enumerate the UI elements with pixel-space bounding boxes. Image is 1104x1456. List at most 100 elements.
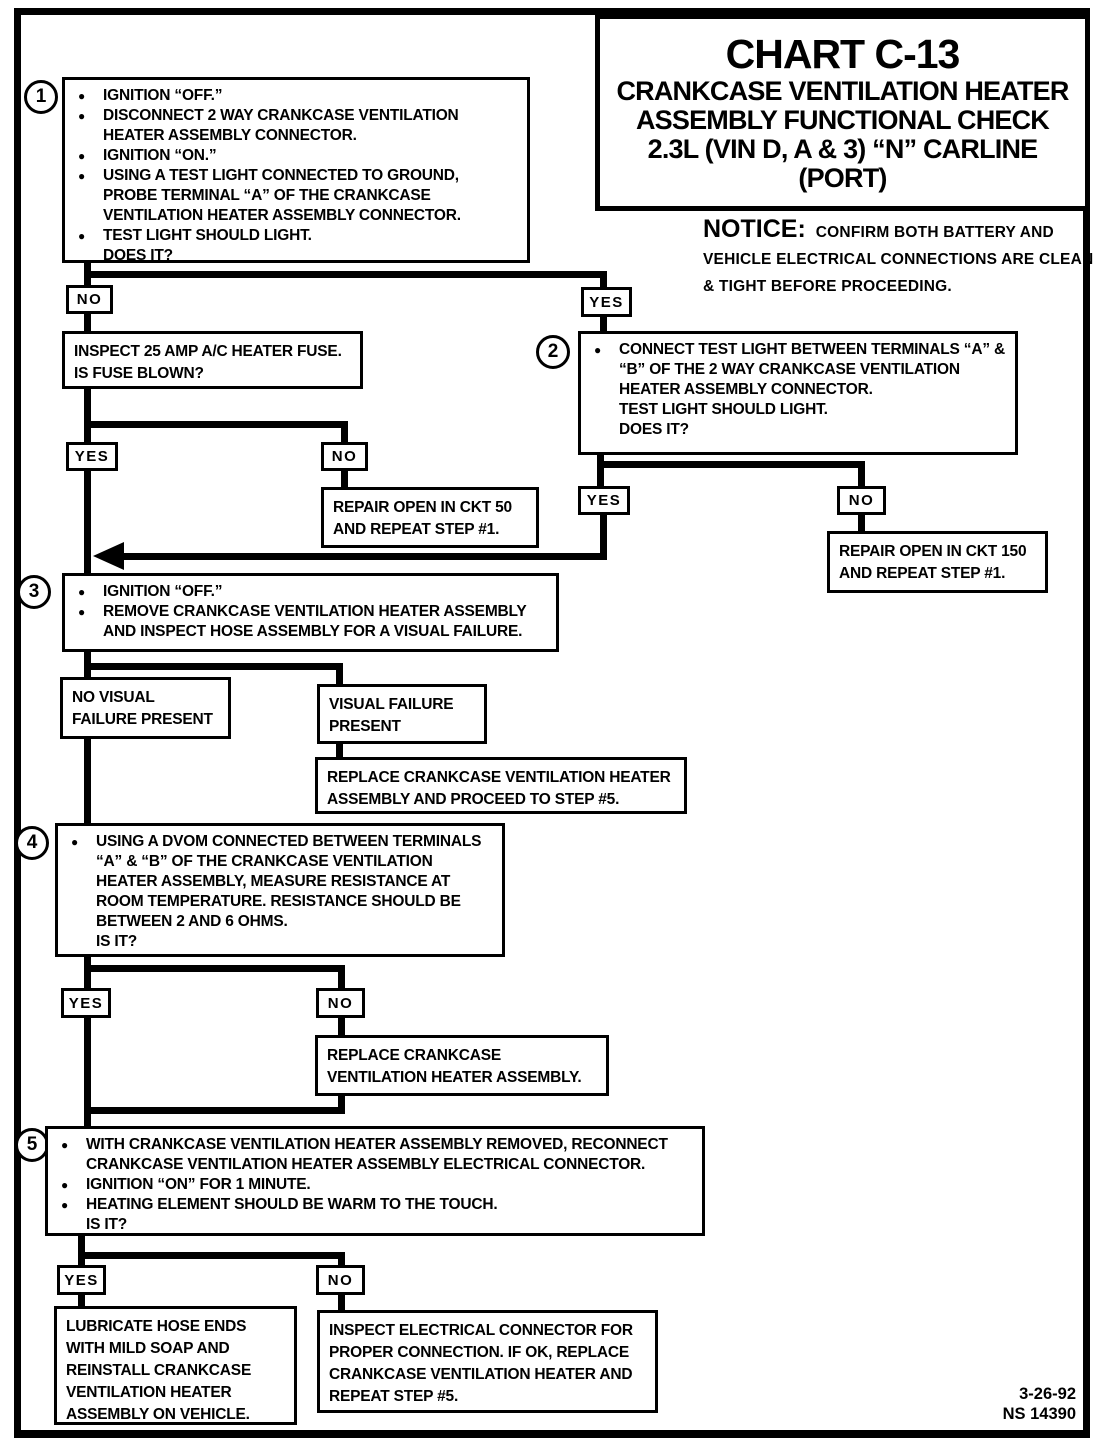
page-border-top xyxy=(14,8,1090,15)
step-question: DOES IT? xyxy=(619,421,689,438)
decision-step1-yes: YES xyxy=(581,287,632,317)
connector-line xyxy=(84,972,91,989)
decision-fuse-yes: YES xyxy=(66,442,118,471)
step-instruction: TEST LIGHT SHOULD LIGHT. xyxy=(65,226,517,246)
page-border-bottom xyxy=(14,1430,1090,1438)
decision-step2-no: NO xyxy=(837,486,886,515)
step-3-number: 3 xyxy=(17,575,51,609)
inspect-fuse-box: INSPECT 25 AMP A/C HEATER FUSE. IS FUSE … xyxy=(62,331,363,389)
chart-subtitle-1: CRANKCASE VENTILATION HEATER xyxy=(616,76,1069,106)
connector-line xyxy=(338,1295,345,1311)
connector-line xyxy=(600,316,607,332)
step-instruction: DISCONNECT 2 WAY CRANKCASE VENTILATION H… xyxy=(65,106,517,146)
box-line: VENTILATION HEATER ASSEMBLY. xyxy=(327,1069,582,1086)
chart-subtitle-4: (PORT) xyxy=(798,163,887,193)
repair-ckt150-box: REPAIR OPEN IN CKT 150 AND REPEAT STEP #… xyxy=(827,531,1048,593)
decision-fuse-no: NO xyxy=(321,442,368,471)
replace-assembly-box: REPLACE CRANKCASE VENTILATION HEATER ASS… xyxy=(315,1035,609,1096)
connector-line xyxy=(78,1295,85,1307)
connector-line xyxy=(78,1235,85,1267)
page-border-right xyxy=(1083,8,1090,1434)
connector-line xyxy=(84,956,91,972)
chart-subtitle-2: ASSEMBLY FUNCTIONAL CHECK xyxy=(635,105,1050,135)
connector-line xyxy=(336,670,343,685)
step-5-number: 5 xyxy=(15,1128,49,1162)
loopback-arrow-shaft xyxy=(118,553,607,560)
decision-step5-yes: YES xyxy=(57,1265,106,1295)
decision-step4-no: NO xyxy=(316,988,365,1018)
decision-step5-no: NO xyxy=(316,1265,365,1295)
decision-step4-yes: YES xyxy=(61,988,111,1018)
step-instruction: TEST LIGHT SHOULD LIGHT. xyxy=(619,401,828,418)
step-question: IS IT? xyxy=(86,1216,127,1233)
step-instruction: CONNECT TEST LIGHT BETWEEN TERMINALS “A”… xyxy=(581,340,1005,400)
decision-step2-yes: YES xyxy=(578,486,630,515)
footer: 3-26-92 NS 14390 xyxy=(930,1384,1076,1424)
box-line: ASSEMBLY ON VEHICLE. xyxy=(66,1406,250,1423)
step-2-box: CONNECT TEST LIGHT BETWEEN TERMINALS “A”… xyxy=(578,331,1018,455)
connector-line xyxy=(84,428,91,443)
notice-label: NOTICE: xyxy=(703,215,806,243)
chart-subtitle-3: 2.3L (VIN D, A & 3) “N” CARLINE xyxy=(647,134,1039,164)
notice-line: NOTICE:CONFIRM BOTH BATTERY AND xyxy=(703,215,1054,243)
box-line: VISUAL FAILURE xyxy=(329,696,454,713)
connector-line xyxy=(338,1095,345,1114)
connector-line xyxy=(84,965,345,972)
connector-line xyxy=(338,972,345,989)
box-line: AND REPEAT STEP #1. xyxy=(333,521,500,538)
connector-line xyxy=(84,313,91,332)
box-line: REPAIR OPEN IN CKT 150 xyxy=(839,543,1027,560)
box-line: WITH MILD SOAP AND xyxy=(66,1340,230,1357)
step-5-box: WITH CRANKCASE VENTILATION HEATER ASSEMB… xyxy=(45,1126,705,1236)
arrowhead-left-icon xyxy=(93,542,124,570)
connector-line xyxy=(597,461,865,468)
step-instruction: IGNITION “ON” FOR 1 MINUTE. xyxy=(48,1175,692,1195)
box-line: REPLACE CRANKCASE xyxy=(327,1047,502,1064)
step-question: IS IT? xyxy=(96,933,137,950)
chart-title: CHART C-13 xyxy=(725,31,961,77)
connector-line xyxy=(336,743,343,758)
connector-line xyxy=(84,271,607,278)
box-line: PROPER CONNECTION. IF OK, REPLACE xyxy=(329,1344,629,1361)
title-box: CHART C-13 CRANKCASE VENTILATION HEATER … xyxy=(595,14,1090,211)
connector-line xyxy=(600,514,607,560)
connector-line xyxy=(341,428,348,443)
box-line: VENTILATION HEATER xyxy=(66,1384,232,1401)
inspect-connector-box: INSPECT ELECTRICAL CONNECTOR FOR PROPER … xyxy=(317,1310,658,1413)
step-instruction: USING A TEST LIGHT CONNECTED TO GROUND, … xyxy=(65,166,517,226)
page-border-left xyxy=(14,8,21,1438)
step-4-box: USING A DVOM CONNECTED BETWEEN TERMINALS… xyxy=(55,823,505,957)
box-line: CRANKCASE VENTILATION HEATER AND xyxy=(329,1366,633,1383)
connector-line xyxy=(84,1017,91,1127)
footer-doc-number: NS 14390 xyxy=(1002,1405,1076,1423)
step-2-number: 2 xyxy=(536,335,570,369)
connector-line xyxy=(597,468,604,487)
box-line: INSPECT 25 AMP A/C HEATER FUSE. xyxy=(74,343,342,360)
decision-step1-no: NO xyxy=(66,285,113,314)
visual-failure-box: VISUAL FAILURE PRESENT xyxy=(317,684,487,744)
connector-line xyxy=(78,1252,345,1259)
footer-date: 3-26-92 xyxy=(1019,1385,1076,1403)
box-line: REPEAT STEP #5. xyxy=(329,1388,459,1405)
box-line: REINSTALL CRANKCASE xyxy=(66,1362,252,1379)
step-3-box: IGNITION “OFF.” REMOVE CRANKCASE VENTILA… xyxy=(62,573,559,652)
replace-proceed-step5-box: REPLACE CRANKCASE VENTILATION HEATER ASS… xyxy=(315,757,687,814)
step-1-box: IGNITION “OFF.” DISCONNECT 2 WAY CRANKCA… xyxy=(62,77,530,264)
box-line: FAILURE PRESENT xyxy=(72,711,213,728)
step-instruction: USING A DVOM CONNECTED BETWEEN TERMINALS… xyxy=(58,832,492,932)
connector-line xyxy=(341,470,348,488)
step-4-number: 4 xyxy=(15,826,49,860)
connector-line xyxy=(84,388,91,428)
connector-line xyxy=(858,514,865,532)
connector-line xyxy=(84,738,91,824)
step-instruction: REMOVE CRANKCASE VENTILATION HEATER ASSE… xyxy=(65,602,546,642)
no-visual-failure-box: NO VISUAL FAILURE PRESENT xyxy=(60,677,231,739)
box-line: PRESENT xyxy=(329,718,401,735)
step-question: DOES IT? xyxy=(103,247,173,264)
connector-line xyxy=(84,663,343,670)
step-instruction: IGNITION “ON.” xyxy=(65,146,517,166)
box-line: LUBRICATE HOSE ENDS xyxy=(66,1318,247,1335)
connector-line xyxy=(84,421,348,428)
notice-line: VEHICLE ELECTRICAL CONNECTIONS ARE CLEAN xyxy=(703,251,1094,268)
